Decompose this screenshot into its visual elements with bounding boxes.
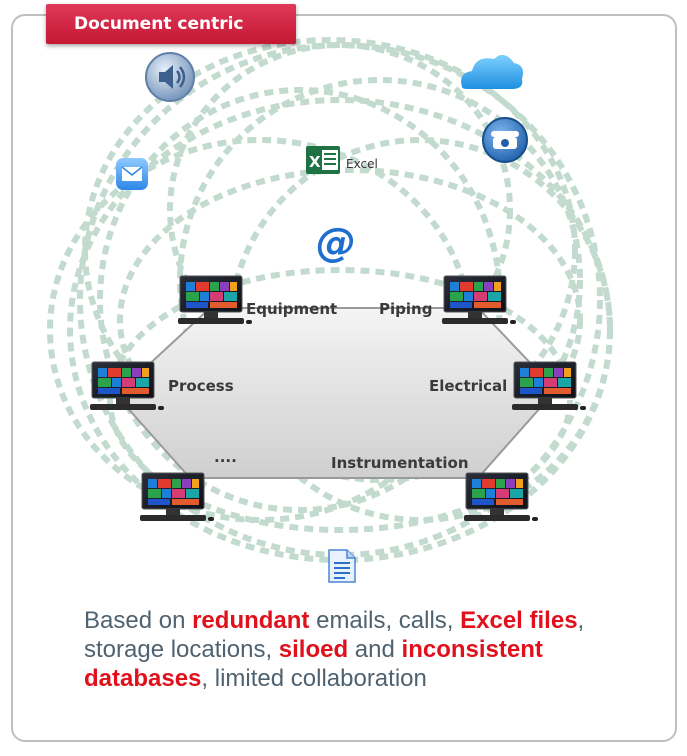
node-equipment: Equipment xyxy=(246,300,337,318)
at-icon: @ xyxy=(316,220,356,266)
caption-highlight: inconsistent databases xyxy=(84,636,543,692)
mail-icon xyxy=(116,158,148,190)
caption-highlight: redundant xyxy=(192,607,310,634)
node-piping: Piping xyxy=(379,300,432,318)
svg-text:X: X xyxy=(309,153,321,171)
title-tag: Document centric xyxy=(46,4,296,44)
caption-highlight: Excel files xyxy=(460,607,578,634)
node-electrical: Electrical xyxy=(429,377,507,395)
node-instrumentation: Instrumentation xyxy=(331,454,469,472)
caption-highlight: siloed xyxy=(278,636,349,663)
excel-icon: X xyxy=(306,146,340,174)
speaker-icon xyxy=(145,52,195,102)
caption-part: , storage locations, xyxy=(84,607,585,663)
cloud-icon xyxy=(461,54,523,89)
node-process: Process xyxy=(168,377,234,395)
document-icon xyxy=(328,549,356,583)
node-ellipsis: .... xyxy=(214,448,237,466)
pc-bottom-left xyxy=(139,472,215,522)
caption-part: emails, calls, xyxy=(309,607,461,634)
caption-part: , limited collaboration xyxy=(201,665,427,692)
phone-icon xyxy=(482,117,528,163)
caption-text: Based on redundant emails, calls, Excel … xyxy=(84,606,664,693)
excel-label: Excel xyxy=(346,157,378,171)
caption-part: Based on xyxy=(84,607,193,634)
caption-part: and xyxy=(348,636,402,663)
